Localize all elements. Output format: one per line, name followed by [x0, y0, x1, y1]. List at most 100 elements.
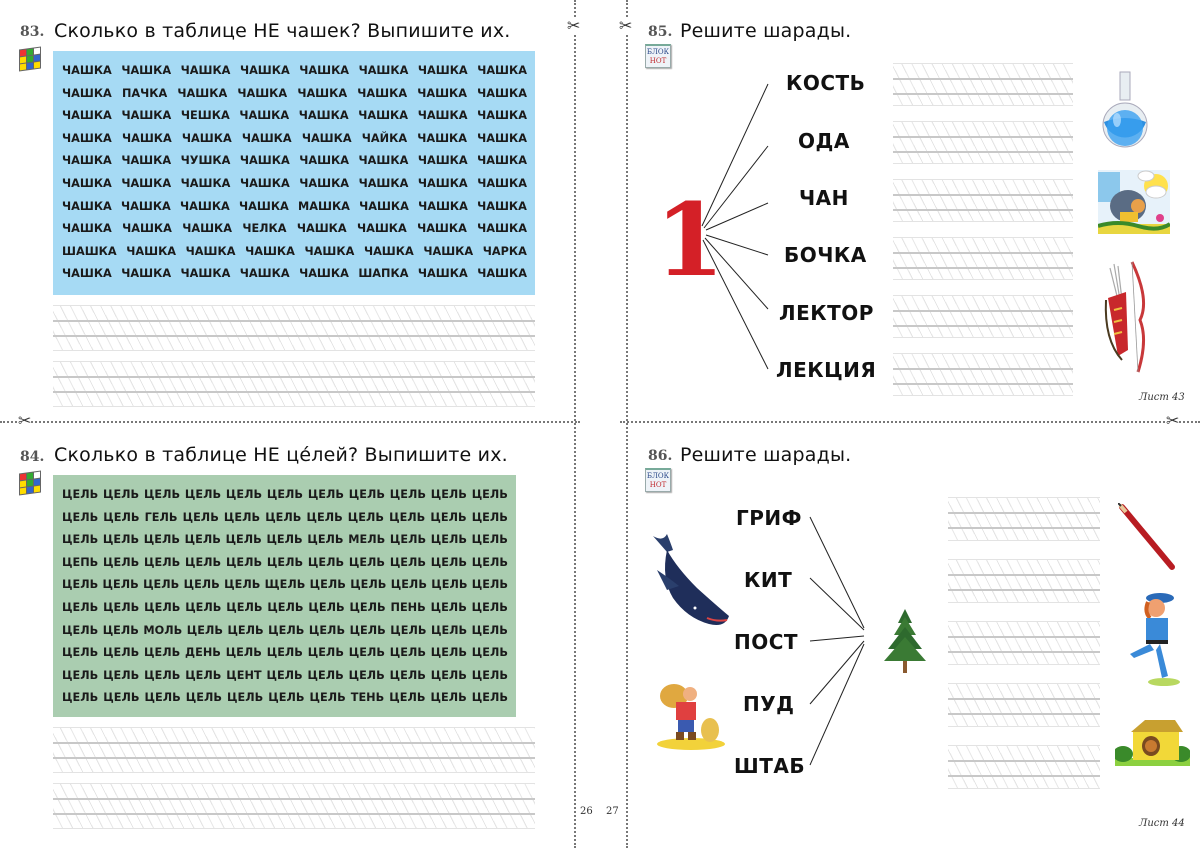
- grid-word: ЧАШКА: [417, 86, 468, 100]
- grid-word: ЦЕЛЬ: [471, 600, 508, 614]
- grid-word: ЧАШКА: [358, 64, 409, 77]
- handwriting-line[interactable]: [893, 353, 1073, 396]
- task-title: Сколько в таблице НЕ чашек? Выпишите их.: [54, 20, 511, 42]
- answer-lines[interactable]: [893, 63, 1073, 396]
- grid-word: ПЕНЬ: [390, 600, 426, 614]
- pencil-picture: [1118, 503, 1175, 570]
- grid-word: ЦЕЛЬ: [102, 488, 140, 501]
- grid-word: ЦЕЛЬ: [102, 533, 140, 547]
- grid-word: ЦЕЛЬ: [471, 646, 508, 660]
- grid-word: ЧАШКА: [239, 176, 290, 190]
- task-number: 84.: [20, 449, 45, 465]
- grid-word: ЧАШКА: [62, 154, 112, 168]
- handwriting-line[interactable]: [948, 621, 1100, 665]
- handwriting-line[interactable]: [948, 683, 1100, 727]
- grid-word: ЦЕЛЬ: [348, 668, 385, 682]
- handwriting-line[interactable]: [893, 121, 1073, 164]
- grid-word: ЧАШКА: [477, 267, 527, 281]
- handwriting-line[interactable]: [948, 559, 1100, 603]
- charade-word: ШТАБ: [734, 754, 806, 778]
- grid-word: ЧАШКА: [181, 131, 232, 145]
- grid-word: ЧАШКА: [62, 176, 112, 190]
- handwriting-line[interactable]: [53, 305, 535, 351]
- sailor-picture: [1130, 593, 1180, 686]
- grid-word: ЧАШКА: [62, 86, 112, 100]
- answer-lines[interactable]: [53, 305, 535, 407]
- cut-line-horizontal-left: [0, 421, 580, 423]
- answer-lines[interactable]: [948, 497, 1100, 789]
- grid-word: ЧАШКА: [239, 267, 290, 281]
- grid-word: ЦЕЛЬ: [143, 488, 181, 501]
- grid-word: ЦЕЛЬ: [471, 668, 508, 682]
- grid-word: ДЕНЬ: [185, 646, 221, 660]
- cut-line-vertical-left: [574, 0, 576, 848]
- grid-word: ЧАШКА: [121, 64, 172, 77]
- grid-word: ТЕНЬ: [350, 691, 385, 705]
- grid-word: ЦЕЛЬ: [471, 510, 508, 524]
- grid-word: ЧАШКА: [62, 64, 112, 77]
- grid-word: ЧАШКА: [237, 86, 288, 100]
- grid-word: ЧАШКА: [417, 154, 468, 168]
- grid-word: ЦЕЛЬ: [350, 578, 387, 592]
- grid-word: ЧАШКА: [423, 244, 474, 258]
- charade-word: КОСТЬ: [786, 71, 866, 95]
- handwriting-line[interactable]: [893, 179, 1073, 222]
- rubik-cube-icon: [19, 46, 41, 72]
- handwriting-line[interactable]: [53, 783, 535, 829]
- grid-word: ЦЕЛЬ: [471, 578, 508, 592]
- grid-word: ЦЕЛЬ: [389, 555, 427, 569]
- answer-lines[interactable]: [53, 727, 535, 829]
- handwriting-line[interactable]: [948, 497, 1100, 541]
- grid-word: ЦЕЛЬ: [143, 578, 180, 592]
- grid-word: ЧАШКА: [301, 131, 352, 145]
- grid-word: ЦЕЛЬ: [103, 600, 140, 614]
- charade-prefix: 1: [655, 181, 725, 299]
- grid-word: ЧАШКА: [241, 131, 292, 145]
- grid-word: ЧАШКА: [477, 176, 527, 190]
- grid-word: ЧАШКА: [62, 222, 112, 236]
- grid-word: ЦЕЛЬ: [471, 623, 508, 637]
- grid-word: ЦЕЛЬ: [306, 510, 343, 524]
- scissors-icon: ✂: [1166, 411, 1180, 430]
- grid-word: ЦЕЛЬ: [348, 488, 385, 501]
- grid-word: ЧАШКА: [298, 109, 349, 123]
- grid-word: ЦЕЛЬ: [430, 646, 467, 660]
- charade-word: КИТ: [744, 568, 793, 592]
- grid-word: ЦЕЛЬ: [389, 668, 426, 682]
- grid-word: ЦЕЛЬ: [308, 623, 346, 637]
- grid-word: ЦЕЛЬ: [225, 533, 262, 547]
- grid-word: ЦЕЛЬ: [389, 533, 427, 547]
- grid-word: ЧАШКА: [359, 199, 409, 213]
- grid-word: ЦЕЛЬ: [390, 623, 427, 637]
- cut-line-vertical-right: [626, 0, 628, 848]
- grid-word: ЧУШКА: [180, 154, 231, 168]
- charade-word: ГРИФ: [736, 506, 802, 530]
- grid-word: ЦЕЛЬ: [143, 533, 180, 547]
- flask-picture: [1102, 71, 1148, 148]
- cut-line-horizontal-right: [620, 421, 1200, 423]
- handwriting-line[interactable]: [53, 727, 535, 773]
- grid-word: ЧАШКА: [477, 199, 527, 213]
- grid-word: ЧАШКА: [417, 176, 468, 190]
- grid-word: ЧАШКА: [121, 267, 172, 281]
- grid-word: ЧАШКА: [358, 176, 409, 190]
- handwriting-line[interactable]: [893, 63, 1073, 106]
- handwriting-line[interactable]: [53, 361, 535, 407]
- grid-word: ЧАШКА: [356, 222, 407, 236]
- grid-word: ЦЕЛЬ: [225, 646, 262, 660]
- grid-word: ЦЕЛЬ: [224, 578, 261, 592]
- grid-word: ЧАЙКА: [361, 131, 408, 145]
- handwriting-line[interactable]: [893, 237, 1073, 280]
- handwriting-line[interactable]: [893, 295, 1073, 338]
- handwriting-line[interactable]: [948, 745, 1100, 789]
- grid-word: ЦЕЛЬ: [225, 488, 263, 501]
